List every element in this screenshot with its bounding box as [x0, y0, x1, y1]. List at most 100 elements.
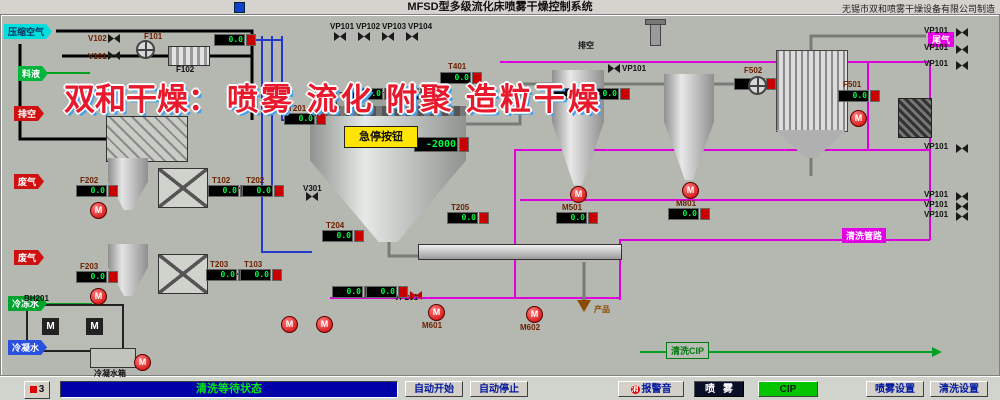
train1-cyclone	[108, 158, 148, 210]
device-label: T401	[448, 62, 467, 71]
flow-label: 尾气	[928, 32, 955, 47]
auto-stop-button[interactable]: 自动停止	[470, 381, 528, 397]
train2-heat-exchanger	[158, 254, 208, 294]
pump-icon[interactable]: M	[134, 354, 151, 371]
device-label: VP101	[924, 142, 949, 151]
valve-icon[interactable]	[108, 34, 120, 43]
page-title: MFSD型多级流化床喷雾干燥控制系统	[407, 1, 593, 13]
alarm-badge	[316, 113, 326, 125]
spray-settings-button[interactable]: 喷雾设置	[866, 381, 924, 397]
value-display: 0.0	[242, 185, 284, 197]
alarm-badge	[479, 212, 489, 224]
value-display: 0.0	[366, 286, 408, 298]
alarm-badge	[472, 72, 482, 84]
fan-icon[interactable]	[748, 76, 767, 95]
pump-icon[interactable]: M	[428, 304, 445, 321]
fan-icon[interactable]	[136, 40, 155, 59]
pump-icon[interactable]: M	[281, 316, 298, 333]
cip-button[interactable]: CIP	[758, 381, 818, 397]
valve-icon[interactable]	[410, 291, 422, 300]
value-display: 0.0	[322, 230, 364, 242]
display-value: 0.0	[838, 90, 869, 102]
alarm-badge	[108, 185, 118, 197]
valve-icon[interactable]	[956, 144, 968, 153]
pump-icon[interactable]: M	[570, 186, 587, 203]
device-label: F102	[176, 65, 195, 74]
pump-icon[interactable]: M	[90, 202, 107, 219]
value-display: 0.0	[284, 113, 326, 125]
valve-icon[interactable]	[956, 45, 968, 54]
counter-value: 3	[38, 384, 45, 395]
valve-icon[interactable]	[608, 64, 620, 73]
device-label: 产品	[594, 305, 610, 314]
valve-icon[interactable]	[956, 61, 968, 70]
valve-icon[interactable]	[956, 28, 968, 37]
device-label: VP101	[924, 190, 949, 199]
pump-icon[interactable]: M	[682, 182, 699, 199]
display-value: 0.0	[208, 185, 239, 197]
clean-settings-button[interactable]: 清洗设置	[930, 381, 988, 397]
window-icon	[234, 2, 245, 13]
alarm-badge	[108, 271, 118, 283]
mute-icon: 消	[630, 384, 640, 394]
device-label: VP101	[330, 22, 355, 31]
valve-icon[interactable]	[306, 192, 318, 201]
display-value: 0.0	[668, 208, 699, 220]
flow-label: 排空	[14, 106, 44, 121]
alarm-badge	[354, 230, 364, 242]
counter-button[interactable]: 3	[24, 381, 50, 399]
pump-icon[interactable]: M	[90, 288, 107, 305]
cyclone-2	[664, 74, 714, 180]
mute-alarm-button[interactable]: 消报警音	[618, 381, 684, 397]
device-label: 排空	[578, 41, 594, 50]
device-label: M602	[520, 323, 541, 332]
device-label: M601	[422, 321, 443, 330]
value-display: 0.0	[214, 34, 256, 46]
valve-icon[interactable]	[406, 32, 418, 41]
device-label: T204	[326, 221, 345, 230]
chamber-top-band	[310, 106, 466, 116]
valve-icon[interactable]	[956, 202, 968, 211]
valve-icon[interactable]	[956, 212, 968, 221]
valve-icon[interactable]	[108, 51, 120, 60]
value-display: 0.0	[447, 212, 489, 224]
spray-button[interactable]: 喷雾	[694, 381, 744, 397]
display-value: 0.0	[242, 185, 273, 197]
exhaust-filter	[898, 98, 932, 138]
device-label: VP101	[622, 64, 647, 73]
device-label: BH201	[24, 294, 49, 303]
status-bar: 清洗等待状态	[60, 381, 398, 398]
emergency-stop-button[interactable]: 急停按钮	[344, 126, 418, 148]
manufacturer-label: 无锡市双和喷雾干燥设备有限公司制造	[841, 4, 995, 14]
device-label: T205	[451, 203, 470, 212]
display-value: 0.0	[240, 269, 271, 281]
device-label: M801	[676, 199, 697, 208]
display-value: 0.0	[76, 271, 107, 283]
flow-label: 清洗CIP	[666, 342, 710, 359]
device-label: VP104	[408, 22, 433, 31]
valve-icon[interactable]	[334, 32, 346, 41]
train2-cyclone	[108, 244, 148, 296]
pump-icon[interactable]: M	[526, 306, 543, 323]
alarm-badge	[398, 286, 408, 298]
device-label: T202	[246, 176, 265, 185]
electric-heater	[106, 116, 188, 162]
valve-icon[interactable]	[382, 32, 394, 41]
vent-stack	[650, 22, 661, 46]
alarm-badge	[420, 88, 430, 100]
display-value: 0.0	[332, 286, 363, 298]
valve-icon[interactable]	[956, 192, 968, 201]
alarm-badge	[766, 78, 776, 90]
flow-label: 压缩空气	[4, 24, 52, 39]
auto-start-button[interactable]: 自动开始	[405, 381, 463, 397]
pump-icon[interactable]: M	[316, 316, 333, 333]
value-display: 0.0	[76, 271, 118, 283]
valve-icon[interactable]	[358, 32, 370, 41]
pump-icon[interactable]: M	[850, 110, 867, 127]
chamber-pressure-display: -2000	[414, 137, 469, 152]
air-filter	[168, 46, 210, 66]
flow-label: 清洗管路	[842, 228, 887, 243]
